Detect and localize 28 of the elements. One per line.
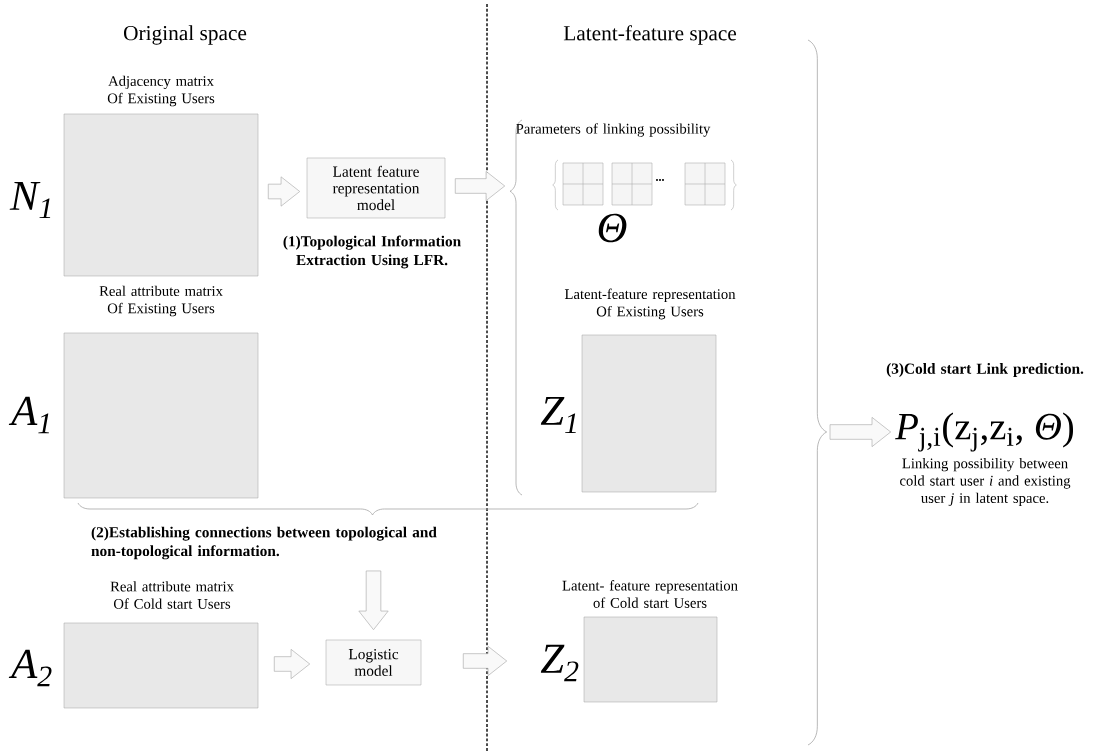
ellipsis-label: ... bbox=[656, 179, 664, 181]
block-arrow bbox=[358, 570, 389, 631]
matrix-symbol: A$_{1}$ bbox=[8, 396, 49, 434]
section-title: Original space bbox=[124, 25, 247, 45]
block-arrow bbox=[273, 649, 311, 679]
step-caption: (1)Topological Information Extraction Using LFR. bbox=[283, 235, 461, 269]
matrix-heading: Real attribute matrix Of Cold start Users bbox=[110, 581, 234, 609]
block-arrow bbox=[267, 176, 301, 207]
matrix-heading: Real attribute matrix Of Existing Users bbox=[99, 285, 223, 317]
matrix-symbol: Z$_{2}$ bbox=[540, 644, 579, 682]
matrix-heading: Parameters of linking possibility bbox=[516, 123, 711, 137]
matrix-symbol: Z$_{1}$ bbox=[540, 396, 576, 434]
matrix-heading: Latent- feature representation of Cold start Users bbox=[562, 580, 738, 608]
matrix-heading: Adjacency matrix Of Existing Users bbox=[107, 75, 215, 107]
block-arrow bbox=[462, 646, 508, 676]
matrix-symbol: A$_{2}$ bbox=[8, 649, 52, 687]
section-title: Latent-feature space bbox=[563, 25, 737, 45]
formula-description: Linking possibility between cold start user i and existing user j in latent space. bbox=[900, 458, 1071, 506]
matrix-symbol: N$_{1}$ bbox=[9, 181, 51, 219]
block-arrow bbox=[454, 171, 506, 201]
process-box: Latent feature representation model bbox=[306, 157, 446, 219]
process-box: Logistic model bbox=[325, 639, 422, 686]
step-caption: (2)Establishing connections between topological and non-topological information. bbox=[91, 526, 437, 560]
block-arrow bbox=[829, 417, 891, 447]
theta-symbol: Θ bbox=[598, 213, 627, 243]
matrix-heading: Latent-feature representation Of Existing Users bbox=[564, 288, 736, 320]
probability-formula: P$_{j,i}$(z$_{j}$,z$_{i}$, Θ) bbox=[895, 412, 1074, 452]
step-caption: (3)Cold start Link prediction. bbox=[886, 363, 1084, 377]
